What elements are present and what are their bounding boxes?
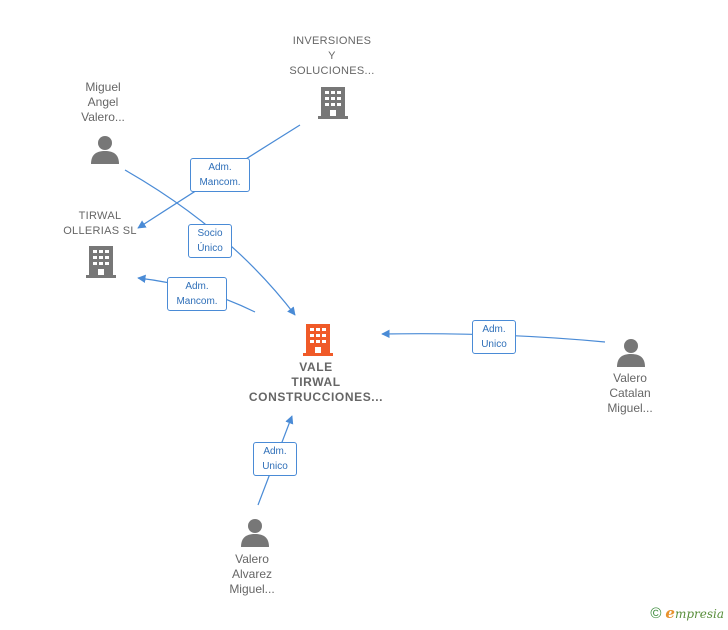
edge-label-adm-unico[interactable]: Adm. Unico [253, 442, 297, 476]
person-icon [617, 339, 645, 367]
building-icon [86, 246, 116, 278]
edge-label-adm-mancom[interactable]: Adm. Mancom. [190, 158, 250, 192]
node-tirwal-ollerias[interactable]: TIRWAL OLLERIAS SL [50, 209, 150, 239]
footer-branding: © empresia [650, 604, 724, 622]
node-valero-catalan[interactable]: Valero Catalan Miguel... [590, 371, 670, 416]
node-valero-alvarez-label: Valero Alvarez Miguel... [229, 552, 275, 596]
node-valero-alvarez[interactable]: Valero Alvarez Miguel... [212, 552, 292, 597]
node-inversiones[interactable]: INVERSIONES Y SOLUCIONES... [272, 34, 392, 79]
building-icon [318, 87, 348, 119]
node-miguel-angel-label: Miguel Angel Valero... [81, 80, 125, 124]
brand-name: mpresia [674, 607, 724, 621]
person-icon [91, 136, 119, 164]
building-icon [303, 324, 333, 356]
copyright-icon: © [650, 604, 662, 622]
node-valero-catalan-label: Valero Catalan Miguel... [607, 371, 653, 415]
node-vale-tirwal[interactable]: VALE TIRWAL CONSTRUCCIONES... [226, 360, 406, 405]
person-icon [241, 519, 269, 547]
node-tirwal-ollerias-label: TIRWAL OLLERIAS SL [63, 210, 137, 237]
edge-label-adm-unico[interactable]: Adm. Unico [472, 320, 516, 354]
node-inversiones-label: INVERSIONES Y SOLUCIONES... [289, 35, 375, 77]
node-miguel-angel[interactable]: Miguel Angel Valero... [63, 80, 143, 125]
edge-label-socio-unico[interactable]: Socio Único [188, 224, 232, 258]
node-vale-tirwal-label: VALE TIRWAL CONSTRUCCIONES... [248, 360, 384, 404]
brand-initial: e [665, 604, 675, 622]
edge-label-adm-mancom[interactable]: Adm. Mancom. [167, 277, 227, 311]
brand-logo[interactable]: empresia [665, 604, 724, 622]
